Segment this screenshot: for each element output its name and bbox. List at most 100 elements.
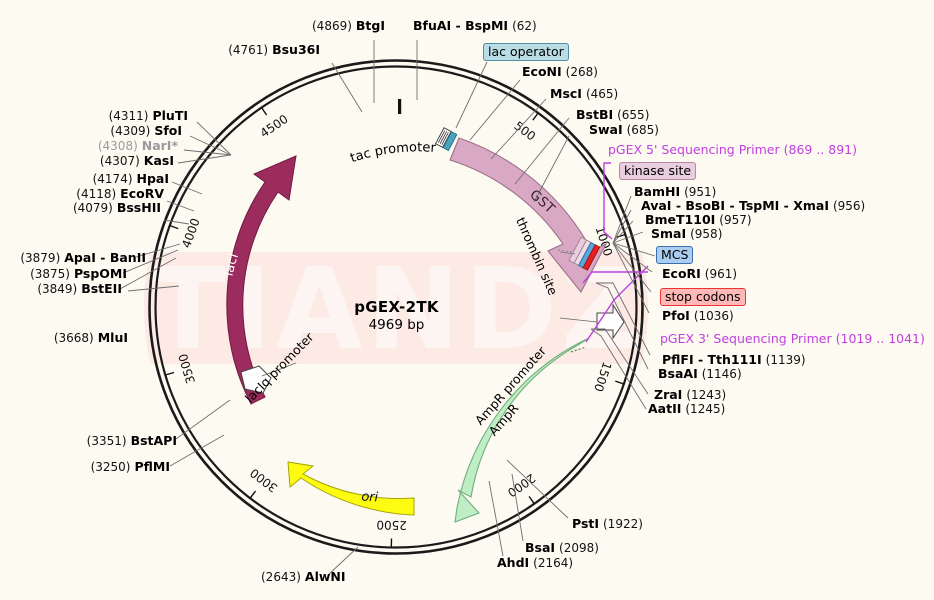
site-label-bsshii[interactable]: (4079) BssHII — [0, 200, 161, 215]
site-label-ahdi[interactable]: AhdI (2164) — [497, 555, 573, 570]
site-position: (958) — [690, 227, 723, 241]
site-enzyme: SmaI — [651, 226, 687, 241]
site-label-bstbi[interactable]: BstBI (655) — [576, 107, 649, 122]
feature-tac-promoter — [398, 99, 402, 114]
site-enzyme: MscI — [550, 86, 582, 101]
ruler-tick-label: 2500 — [376, 518, 407, 533]
site-enzyme: NarI* — [141, 138, 178, 153]
feature-ampr — [454, 337, 590, 523]
site-position: (685) — [626, 123, 659, 137]
primer-name: pGEX 3' Sequencing Primer — [660, 331, 832, 346]
primer-name: pGEX 5' Sequencing Primer — [608, 142, 780, 157]
site-enzyme: MluI — [97, 330, 128, 345]
site-enzyme: AhdI — [497, 555, 530, 570]
feature-mcs-cluster — [557, 236, 601, 271]
site-position: (4079) — [72, 201, 113, 215]
site-position: (4869) — [312, 19, 352, 33]
ruler-tick-label: 4500 — [258, 112, 291, 141]
site-position: (1146) — [701, 367, 742, 381]
site-label-swai[interactable]: SwaI (685) — [589, 122, 659, 137]
site-position: (2643) — [261, 570, 301, 584]
site-position: (2098) — [559, 541, 599, 555]
site-enzyme: BsaAI — [658, 366, 698, 381]
site-position: (655) — [617, 108, 650, 122]
site-position: (465) — [585, 87, 619, 101]
site-label-pspomi[interactable]: (3875) PspOMI — [0, 266, 127, 281]
site-label-ecorv[interactable]: (4118) EcoRV — [0, 186, 164, 201]
ruler-tick-label: 3000 — [247, 465, 280, 495]
site-position: (4311) — [108, 109, 149, 123]
site-label-bstei[interactable]: (3849) BstEII — [0, 281, 122, 296]
primer-label-5prime[interactable]: pGEX 5' Sequencing Primer (869 .. 891) — [608, 142, 857, 157]
site-position: (1245) — [685, 402, 726, 416]
site-label-smai[interactable]: SmaI (958) — [651, 226, 722, 241]
site-enzyme: SwaI — [589, 122, 623, 137]
site-position: (957) — [719, 213, 752, 227]
site-label-aatii[interactable]: AatII (1245) — [648, 401, 725, 416]
site-enzyme: BstAPI — [130, 433, 177, 448]
feature-ori — [287, 461, 415, 516]
site-position: (3351) — [86, 434, 127, 448]
site-label-pflfi-tth111i[interactable]: PflFI - Tth111I (1139) — [662, 352, 806, 367]
site-label-psti[interactable]: PstI (1922) — [572, 516, 643, 531]
site-label-sfoi[interactable]: (4309) SfoI — [0, 123, 182, 138]
site-enzyme: PflMI — [134, 459, 170, 474]
site-enzyme: BssHII — [116, 200, 161, 215]
site-enzyme: ApaI - BanII — [64, 250, 146, 265]
feature-tag-kinase-site[interactable]: kinase site — [619, 162, 697, 180]
site-label-bstapi[interactable]: (3351) BstAPI — [0, 433, 177, 448]
site-label-bfuai-bspmi[interactable]: BfuAI - BspMI (62) — [413, 18, 537, 33]
site-position: (1036) — [693, 309, 734, 323]
site-label-alwni[interactable]: (2643) AlwNI — [261, 569, 346, 584]
site-label-bsu36i[interactable]: (4761) Bsu36I — [80, 42, 320, 57]
feature-tag-lac-operator[interactable]: lac operator — [483, 43, 569, 61]
primer-label-3prime[interactable]: pGEX 3' Sequencing Primer (1019 .. 1041) — [660, 331, 925, 346]
site-label-kasi[interactable]: (4307) KasI — [0, 153, 174, 168]
site-position: (4309) — [110, 124, 151, 138]
site-label-ecori[interactable]: EcoRI (961) — [662, 266, 737, 281]
plasmid-size: 4969 bp — [368, 317, 425, 333]
site-position: (4118) — [76, 187, 117, 201]
site-enzyme: PstI — [572, 516, 600, 531]
site-enzyme: BstEII — [81, 281, 122, 296]
site-enzyme: EcoRV — [120, 186, 164, 201]
site-enzyme: AatII — [648, 401, 682, 416]
site-position: (951) — [684, 185, 717, 199]
site-enzyme: PfoI — [662, 308, 690, 323]
site-label-plutti[interactable]: (4311) PluTI — [0, 108, 188, 123]
primer-range: (869 .. 891) — [783, 142, 857, 157]
site-enzyme: PspOMI — [73, 266, 127, 281]
site-label-btgi[interactable]: (4869) BtgI — [160, 18, 385, 33]
feature-tag-stop-codons[interactable]: stop codons — [660, 288, 746, 306]
site-enzyme: ZraI — [654, 387, 683, 402]
site-label-hpai[interactable]: (4174) HpaI — [0, 171, 169, 186]
ruler-tick — [528, 495, 535, 505]
feature-ampr-promoter — [559, 303, 625, 340]
site-label-zrai[interactable]: ZraI (1243) — [654, 387, 726, 402]
site-label-apai-banii[interactable]: (3879) ApaI - BanII — [0, 250, 146, 265]
site-label-bmet110i[interactable]: BmeT110I (957) — [645, 212, 752, 227]
site-label-nari[interactable]: (4308) NarI* — [0, 138, 178, 153]
ruler-tick-label: 2000 — [505, 471, 538, 500]
site-label-pfoi[interactable]: PfoI (1036) — [662, 308, 734, 323]
site-label-econi[interactable]: EcoNI (268) — [522, 64, 598, 79]
feature-gst — [449, 137, 608, 294]
site-label-avai-bsobi-tspmi-xmai[interactable]: AvaI - BsoBI - TspMI - XmaI (956) — [641, 198, 865, 213]
feature-tag-mcs[interactable]: MCS — [656, 246, 694, 264]
site-label-bsaai[interactable]: BsaAI (1146) — [658, 366, 742, 381]
ruler-tick — [532, 112, 539, 121]
site-label-bamhi[interactable]: BamHI (951) — [634, 184, 716, 199]
feature-laci — [226, 155, 297, 405]
site-position: (4174) — [92, 172, 133, 186]
ruler-tick — [169, 224, 179, 230]
site-position: (3668) — [53, 331, 94, 345]
site-label-mlui[interactable]: (3668) MluI — [0, 330, 128, 345]
site-label-pflmi[interactable]: (3250) PflMI — [0, 459, 170, 474]
ruler-tick — [616, 233, 626, 238]
site-position: (4308) — [97, 139, 138, 153]
site-enzyme: AlwNI — [304, 569, 346, 584]
site-label-bsai[interactable]: BsaI (2098) — [525, 540, 599, 555]
site-label-msci[interactable]: MscI (465) — [550, 86, 618, 101]
